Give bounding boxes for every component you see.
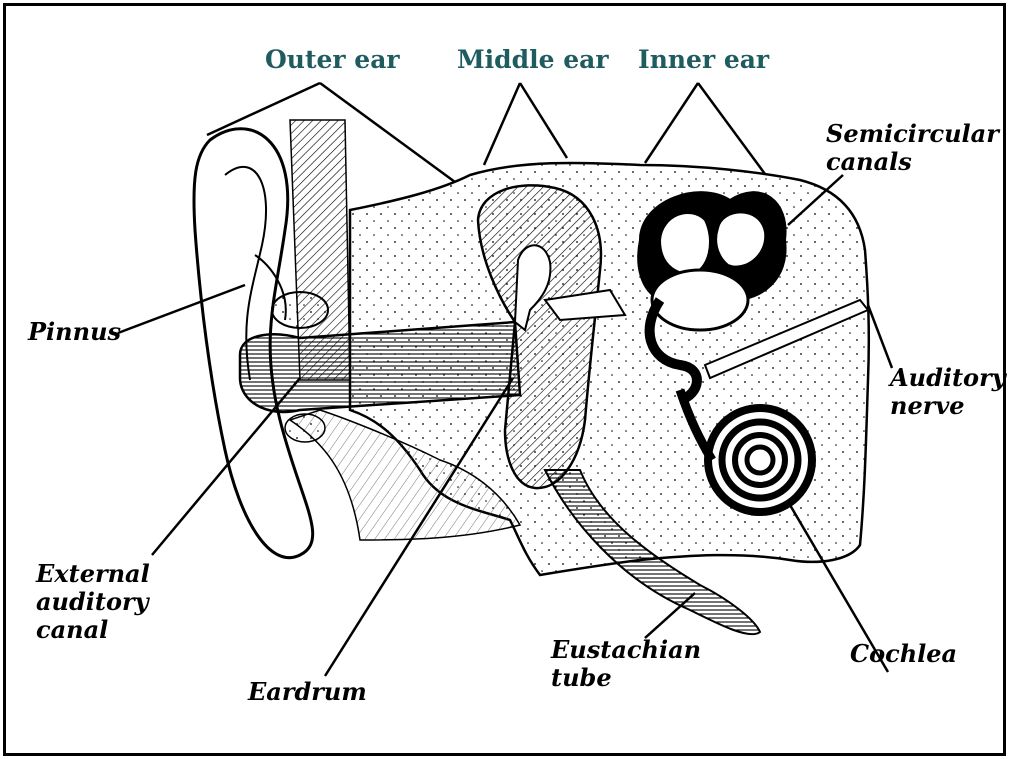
pinnus-label: Pinnus (28, 318, 121, 346)
cochlea-label: Cochlea (850, 640, 957, 668)
eardrum-label: Eardrum (248, 678, 367, 706)
eustachian-tube-label-line1: Eustachian (551, 636, 701, 664)
eustachian-tube-label-line2: tube (551, 664, 701, 692)
auditory-nerve-label-line1: Auditory (890, 364, 1006, 392)
auditory-nerve-label-line2: nerve (890, 392, 1006, 420)
middle-ear-label: Middle ear (457, 46, 609, 74)
semicircular-canals-label: Semicircular canals (826, 120, 999, 176)
outer-ear-label: Outer ear (265, 46, 400, 74)
eustachian-tube-label: Eustachian tube (551, 636, 701, 692)
semicircular-canals-label-line2: canals (826, 148, 999, 176)
semicircular-canals-label-line1: Semicircular (826, 120, 999, 148)
inner-ear-label: Inner ear (638, 46, 769, 74)
external-auditory-canal-label-line3: canal (36, 616, 150, 644)
external-auditory-canal-label: External auditory canal (36, 560, 150, 644)
external-auditory-canal-label-line2: auditory (36, 588, 150, 616)
external-auditory-canal-label-line1: External (36, 560, 150, 588)
auditory-nerve-label: Auditory nerve (890, 364, 1006, 420)
